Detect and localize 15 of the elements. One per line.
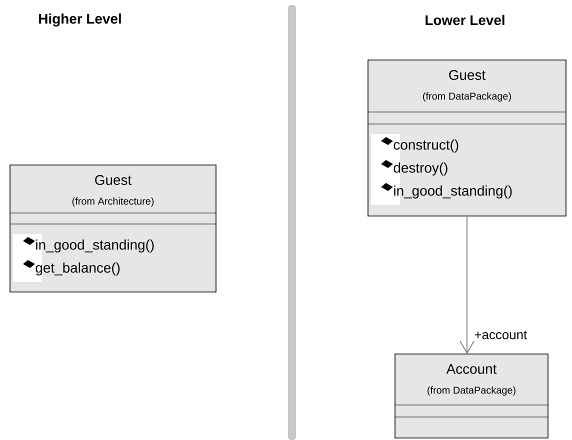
class-name: Guest [95,175,132,185]
package-note: (from DataPackage) [428,386,516,396]
operation-text: in_good_standing() [36,240,154,252]
operation-text: construct() [394,140,458,152]
package-note: (from Architecture) [72,197,154,207]
role-label: +account [474,330,528,340]
operation-text: destroy() [394,162,448,176]
level-heading: Higher Level [39,13,121,27]
level-heading: Lower Level [426,14,504,26]
class-name: Guest [449,70,486,80]
operation-text: in_good_standing() [394,186,512,198]
package-note: (from DataPackage) [423,92,511,102]
operation-text: get_balance() [36,262,120,276]
class-name: Account [446,364,497,374]
association-arrow [460,216,474,354]
